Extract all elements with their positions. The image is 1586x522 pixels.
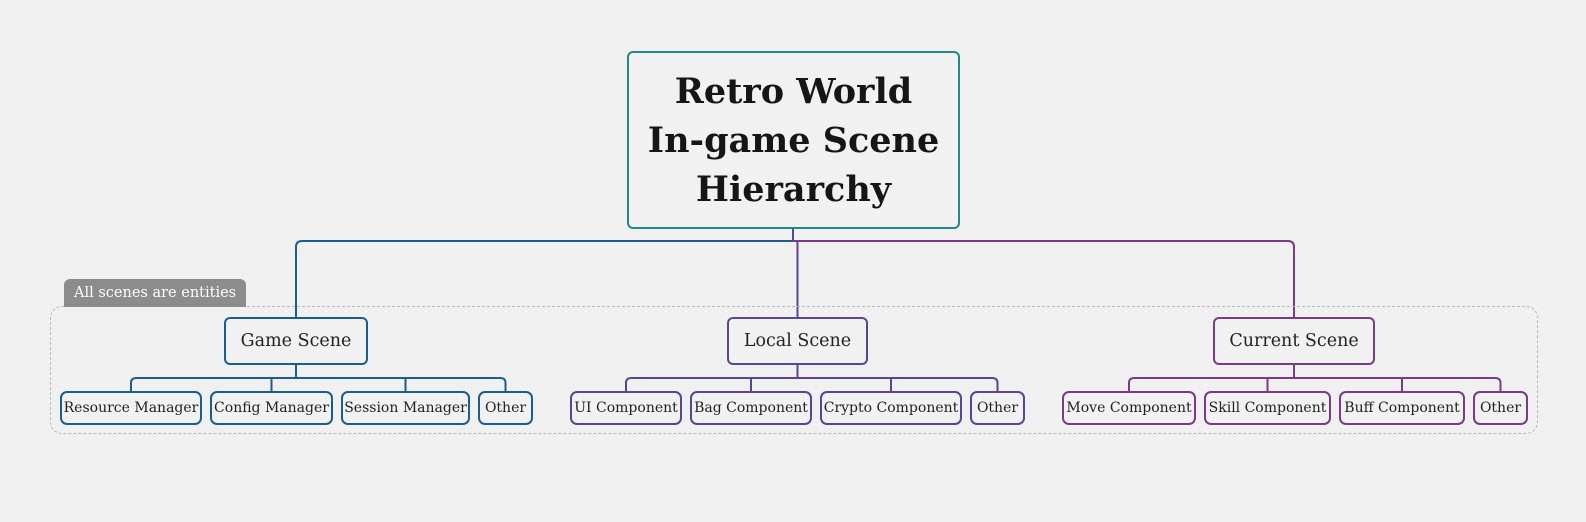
- skill-component-node[interactable]: Skill Component: [1204, 391, 1331, 425]
- crypto-component-node[interactable]: Crypto Component: [820, 391, 962, 425]
- config-manager-node[interactable]: Config Manager: [210, 391, 333, 425]
- ui-component-node[interactable]: UI Component: [570, 391, 682, 425]
- entities-boundary: [50, 306, 1538, 434]
- bag-component-node[interactable]: Bag Component: [690, 391, 812, 425]
- game-scene-other-node[interactable]: Other: [478, 391, 533, 425]
- current-scene-other-node[interactable]: Other: [1473, 391, 1528, 425]
- leaf-bus-line-1: [625, 377, 999, 391]
- leaf-bus-line-0: [130, 377, 507, 391]
- current-scene-connector: [793, 240, 1295, 317]
- root-node[interactable]: Retro World In-game Scene Hierarchy: [627, 51, 960, 229]
- resource-manager-node[interactable]: Resource Manager: [60, 391, 202, 425]
- move-component-node[interactable]: Move Component: [1062, 391, 1196, 425]
- current-scene-node[interactable]: Current Scene: [1213, 317, 1375, 365]
- boundary-label: All scenes are entities: [64, 279, 247, 307]
- local-scene-other-node[interactable]: Other: [970, 391, 1025, 425]
- game-scene-node[interactable]: Game Scene: [224, 317, 368, 365]
- leaf-bus-line-2: [1128, 377, 1502, 391]
- buff-component-node[interactable]: Buff Component: [1339, 391, 1465, 425]
- session-manager-node[interactable]: Session Manager: [341, 391, 470, 425]
- local-scene-node[interactable]: Local Scene: [727, 317, 868, 365]
- game-scene-connector: [295, 240, 793, 317]
